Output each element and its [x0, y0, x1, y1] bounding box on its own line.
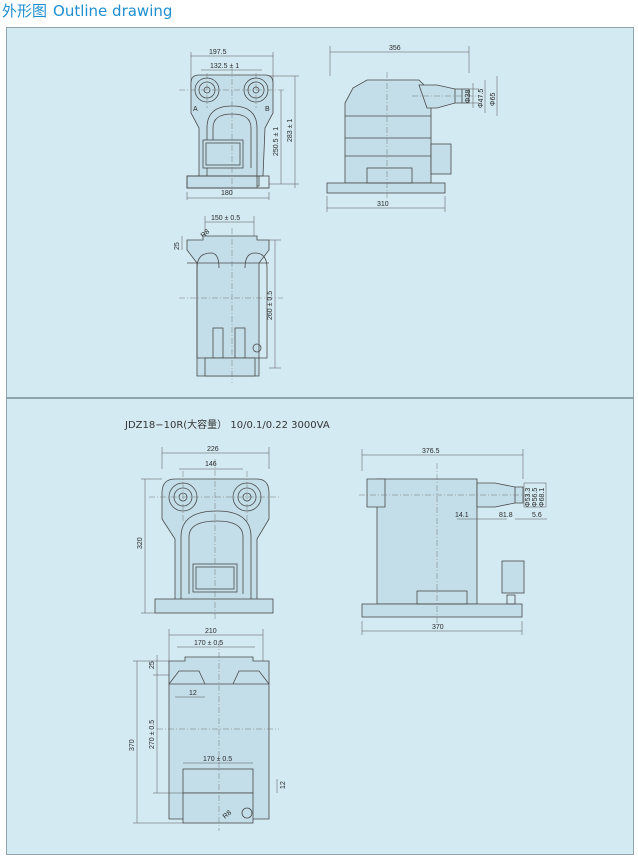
top-bottom-dim-25: 25 [174, 242, 181, 250]
top-side-dim-phi47: Φ47.5 [478, 89, 485, 108]
bottom-front-dim-320: 320 [137, 537, 144, 549]
bottom-side-view: 376.5 14.1 81.8 5.6 Φ53.3 Φ56.5 Φ68.1 37… [359, 448, 547, 635]
top-drawing: 197.5 132.5 ± 1 A B 250.5 ± 1 [174, 45, 498, 383]
bottom-side-dim-phi56: Φ56.5 [532, 488, 539, 507]
top-side-dim-phi65: Φ65 [490, 93, 497, 106]
bottom-drawing-panel: JDZ18−10R(大容量） 10/0.1/0.22 3000VA 226 14… [6, 398, 634, 855]
top-front-dim-180: 180 [221, 190, 233, 197]
bottom-side-dim-14: 14.1 [455, 512, 469, 519]
bottom-side-dim-phi68: Φ68.1 [539, 488, 546, 507]
top-front-dim-283: 283 ± 1 [287, 119, 294, 142]
bottom-side-dim-5: 5.6 [532, 512, 542, 519]
terminal-b-label: B [265, 106, 270, 113]
bottom-bottom-dim-25: 25 [149, 661, 156, 669]
top-front-dim-250: 250.5 ± 1 [273, 127, 280, 156]
bottom-side-dim-phi53: Φ53.3 [525, 488, 532, 507]
bottom-bottom-dim-170-top: 170 ± 0.5 [194, 640, 223, 647]
bottom-bottom-dim-12-top: 12 [189, 690, 197, 697]
top-side-dim-356: 356 [389, 45, 401, 52]
bottom-side-dim-370: 370 [432, 624, 444, 631]
top-bottom-dim-r8: R8 [200, 228, 211, 239]
top-side-dim-310: 310 [377, 201, 389, 208]
page-title-en: Outline drawing [53, 2, 173, 20]
bottom-side-dim-376: 376.5 [422, 448, 440, 455]
bottom-bottom-view: 210 170 ± 0.5 25 R6 12 170 ± 0.5 R8 12 2… [129, 628, 287, 831]
bottom-bottom-dim-170-bot: 170 ± 0.5 [203, 756, 232, 763]
bottom-front-view: 226 146 320 [137, 446, 279, 619]
top-side-view: 356 Φ38 Φ47.5 Φ65 310 [326, 45, 498, 212]
model-label: JDZ18−10R(大容量） 10/0.1/0.22 3000VA [124, 418, 330, 431]
bottom-bottom-dim-r8: R8 [222, 809, 233, 820]
top-drawing-panel: 197.5 132.5 ± 1 A B 250.5 ± 1 [6, 27, 634, 398]
bottom-bottom-dim-270: 270 ± 0.5 [149, 720, 156, 749]
bottom-bottom-dim-210: 210 [205, 628, 217, 635]
terminal-a-label: A [193, 106, 198, 113]
top-front-view: 197.5 132.5 ± 1 A B 250.5 ± 1 [179, 49, 299, 200]
bottom-front-dim-146: 146 [205, 461, 217, 468]
top-front-dim-132: 132.5 ± 1 [210, 63, 239, 70]
top-bottom-dim-150: 150 ± 0.5 [211, 215, 240, 222]
top-bottom-view: 150 ± 0.5 25 R8 260 ± 0.5 [174, 215, 283, 383]
bottom-bottom-dim-12-side: 12 [280, 781, 287, 789]
bottom-front-dim-226: 226 [207, 446, 219, 453]
bottom-side-dim-81: 81.8 [499, 512, 513, 519]
top-front-dim-197: 197.5 [209, 49, 227, 56]
top-bottom-dim-260: 260 ± 0.5 [267, 291, 274, 320]
top-side-dim-phi38: Φ38 [465, 90, 472, 103]
bottom-bottom-dim-370: 370 [129, 739, 136, 751]
page-title: 外形图 Outline drawing [2, 0, 172, 21]
page-title-cn: 外形图 [2, 2, 48, 20]
bottom-drawing: JDZ18−10R(大容量） 10/0.1/0.22 3000VA 226 14… [124, 418, 547, 831]
